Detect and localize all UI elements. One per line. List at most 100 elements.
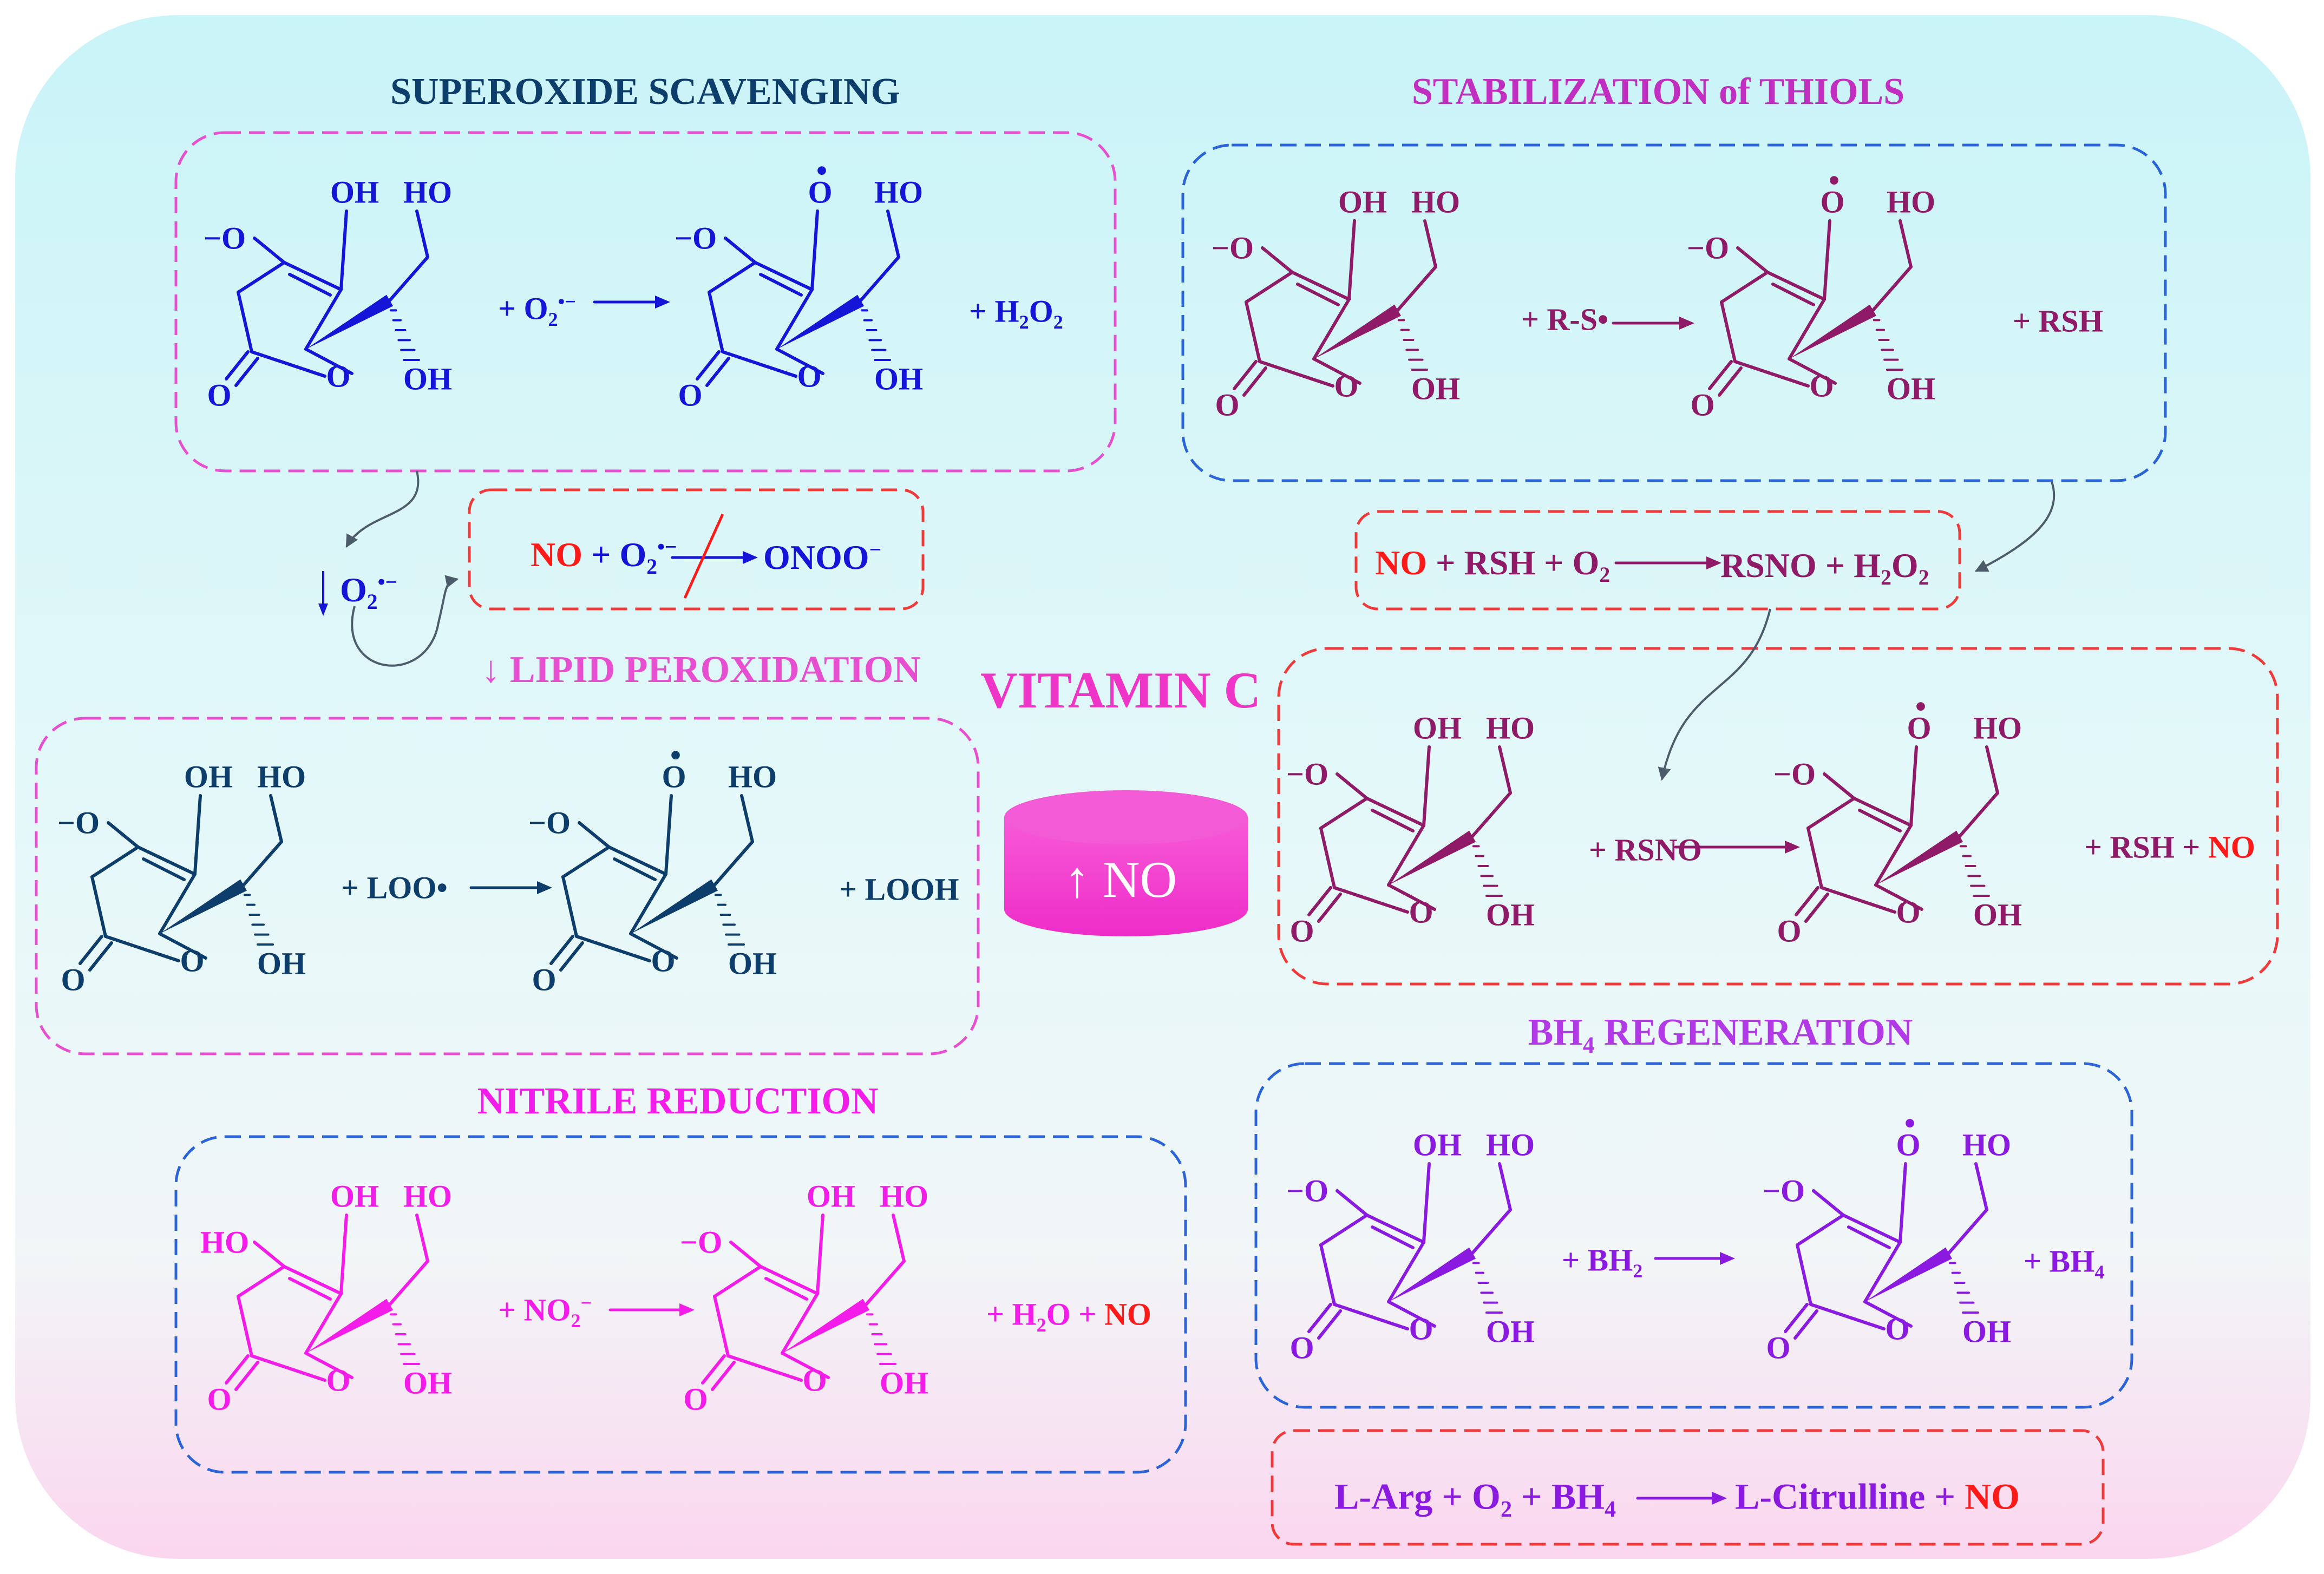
superoxide-product-radical-o: O [808, 174, 833, 210]
lipid-product-bond-c1c2 [561, 875, 578, 938]
nitrosothiol-product-bond-carbonyl-b [1804, 893, 1829, 923]
nitrile-reactant-bond-c1o [250, 1354, 326, 1382]
superoxide-reactant-carbonyl-o: O [207, 377, 232, 413]
nitrile-product-hash [866, 1313, 896, 1365]
bh4-product-bond-oc5 [1863, 1300, 1913, 1328]
bh4-product-bond-c2-o [1812, 1189, 1845, 1217]
superoxide-reactant-bond-carbonyl-a [225, 350, 250, 381]
superoxide-decrease: O2•− [340, 570, 398, 614]
bh4-product-bond-carbonyl-a [1784, 1303, 1809, 1333]
nitrile-reactant-bond-carbonyl-a [225, 1354, 250, 1385]
superoxide-reactant-bond-c3-o [339, 209, 348, 291]
bh4-reactant-oh3-label: OH [1412, 1127, 1462, 1163]
lipid-reactant-bond-c1o [104, 935, 180, 962]
nitrosothiol-reactant-bond-oc5 [1387, 883, 1436, 911]
nitrosothiol-reactant-bond-c1o [1333, 886, 1409, 914]
thiols-product-bond-c3c2 [1720, 271, 1769, 304]
superoxide-product-bond-c5c4 [775, 288, 814, 351]
nitrile-product-bond-c5c4 [781, 1292, 819, 1355]
nitrile-product-oh5-label: OH [879, 1365, 929, 1401]
nitrile-product-bond-oc5 [781, 1352, 830, 1379]
superoxide-product-bond-c4c3 [754, 261, 814, 291]
superoxide-product-bond-c1c2 [708, 291, 724, 353]
bh4-reactant-bond-c4c3 [1365, 1214, 1425, 1244]
heading-bh4: BH4 REGENERATION [1528, 1012, 1913, 1058]
superoxide-reagent: + O2•− [498, 291, 576, 331]
superoxide-product-hash [860, 309, 891, 361]
bh4-reactant-bond-carbonyl-b [1317, 1309, 1342, 1340]
bh4-reactant-bond-oc5 [1387, 1300, 1436, 1328]
thiols-reactant-hash [1397, 319, 1428, 371]
lipid-product-radical-dot: • [670, 737, 682, 773]
nitrile-reactant-bond-c3c2 [237, 1265, 286, 1298]
bh4-reactant-bond-c3-o [1422, 1162, 1431, 1244]
superoxide-reactant-bond-c1c2 [237, 291, 253, 353]
bh4-product-bond-c1o [1809, 1303, 1886, 1330]
box-thiols [1181, 143, 2167, 482]
thiols-product-bond-c2-o [1736, 246, 1769, 274]
lipid-reactant-oh3-label: OH [184, 759, 233, 795]
superoxide-product-wedge [777, 294, 865, 349]
superoxide-product-bond-c7-ch2 [886, 209, 900, 259]
superoxide-reactant-hash [389, 309, 420, 361]
bh4-product-o2-label: −O [1762, 1173, 1805, 1209]
thiols-product-carbonyl-o: O [1690, 387, 1715, 423]
lipid-product-bond-carbonyl-b [559, 941, 584, 972]
nitrosothiol-product-bond-c3-o [1909, 745, 1918, 827]
superoxide-reactant-oh3-label: OH [330, 174, 379, 210]
superoxide-reactant-bond-c2-o [253, 237, 286, 264]
nitrosothiol-product-hash [1959, 845, 1990, 897]
thiols-reactant-bond-oc5 [1312, 357, 1361, 385]
lipid-reactant-bond-c4c3 [136, 845, 197, 876]
thiols-product-wedge [1789, 304, 1877, 359]
rsno-reactants: NO + RSH + O2 [1375, 543, 1611, 587]
thiols-reactant-oh3-label: OH [1338, 184, 1387, 220]
lipid-reactant-ring-o: O [180, 943, 205, 979]
nitrosothiol-reactant-bond-carbonyl-b [1317, 893, 1342, 923]
nitrile-product-ho6-label: HO [879, 1178, 929, 1214]
nitrosothiol-product-bond-carbonyl-a [1795, 886, 1819, 916]
superoxide-product-bond-carbonyl-a [696, 350, 721, 381]
superoxide-product-bond-oc5 [775, 347, 824, 375]
thiols-product-bond-c6c7 [1871, 265, 1913, 312]
curve-superoxide-down [345, 470, 420, 548]
nitrile-reactant-bond-c4c3 [283, 1265, 343, 1295]
lipid-product-o2-label: −O [528, 805, 571, 841]
superoxide-reactant-bond-c3c2 [237, 261, 286, 294]
lipid-product-radical-o: O [662, 759, 686, 795]
bh4-reactant-double-bond [1371, 1225, 1415, 1249]
bh4-product-bond-c6c7 [1947, 1208, 1988, 1255]
nitrile-reactant-ho6-label: HO [403, 1178, 453, 1214]
thiols-product-ring-o: O [1809, 368, 1834, 404]
superoxide-reactant-oh5-label: OH [403, 361, 453, 397]
bh4-product-bond-c3c2 [1796, 1214, 1845, 1247]
lipid-product-bond-oc5 [629, 932, 678, 960]
lipid-reactant-double-bond [142, 857, 186, 881]
nitrosothiol-reactant-oh3-label: OH [1412, 710, 1462, 746]
heading-thiols: STABILIZATION of THIOLS [1411, 71, 1905, 113]
nitrosothiol-product-bond-c3c2 [1806, 797, 1856, 830]
curve-superoxide-loop [351, 575, 459, 667]
thiols-product-double-bond [1771, 283, 1815, 306]
bh4-reactant-bond-c7-ch2 [1498, 1162, 1512, 1211]
superoxide-product-ho6-label: HO [874, 174, 924, 210]
thiols-reactant-double-bond [1296, 283, 1340, 306]
nitrosothiol-product-bond-c5c4 [1874, 824, 1913, 887]
lipid-product: + LOOH [839, 871, 959, 907]
lipid-reactant-carbonyl-o: O [61, 962, 86, 998]
lipid-product-bond-c3-o [664, 794, 673, 876]
nitrile-product-bond-c2-o [729, 1241, 762, 1268]
nos-product: L-Citrulline + NO [1735, 1475, 2020, 1517]
lipid-product-oh5-label: OH [728, 946, 777, 981]
lipid-reactant-hash [243, 894, 274, 946]
bh4-reactant-carbonyl-o: O [1289, 1330, 1314, 1366]
thiols-reactant-bond-c7-ch2 [1423, 219, 1437, 268]
nitrosothiol-reactant-bond-c5c4 [1387, 824, 1425, 887]
lipid-reactant-bond-c3c2 [90, 845, 140, 878]
nitrile-product-bond-carbonyl-b [711, 1361, 736, 1391]
nitrosothiol-reactant-bond-c6c7 [1471, 791, 1512, 838]
nitrile-product-bond-c1c2 [713, 1295, 730, 1357]
thiols-product-bond-c4c3 [1766, 271, 1826, 301]
nitrile-product-bond-c7-ch2 [892, 1214, 906, 1263]
thiols-reactant-bond-carbonyl-b [1242, 366, 1267, 397]
